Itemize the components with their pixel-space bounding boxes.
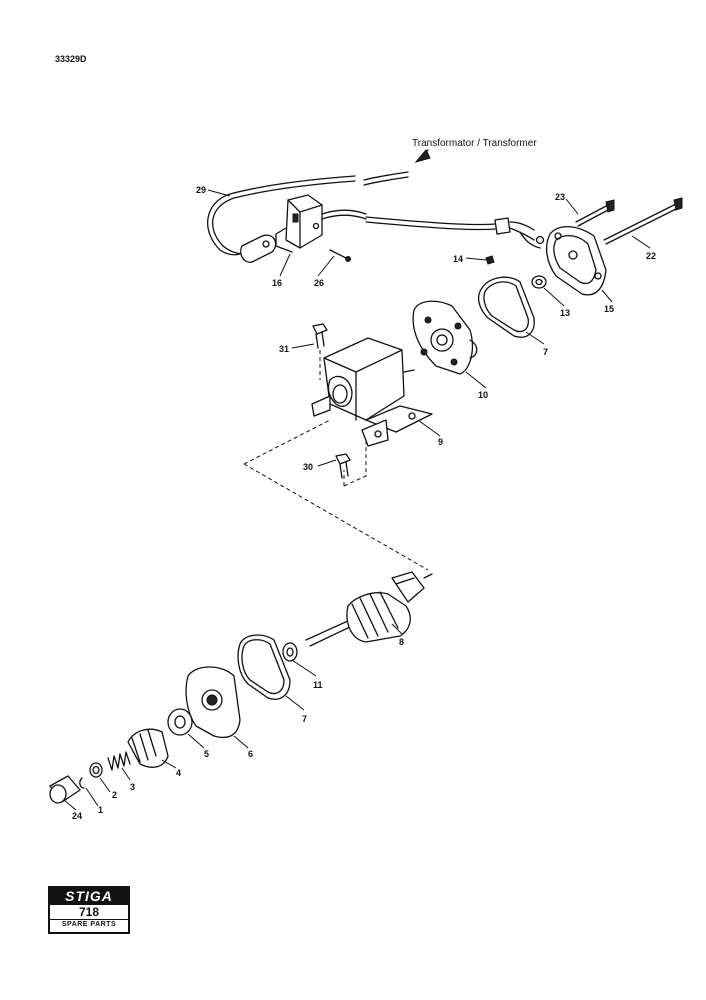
callout-23: 23	[555, 192, 565, 202]
washer-13	[531, 275, 547, 289]
callout-8: 8	[399, 637, 404, 647]
armature	[305, 571, 433, 647]
logo-subtitle: SPARE PARTS	[50, 919, 128, 930]
clip-1	[79, 777, 85, 789]
bolt-31	[312, 323, 328, 380]
long-bolt-22	[603, 197, 683, 245]
callout-3: 3	[130, 782, 135, 792]
callout-30: 30	[303, 462, 313, 472]
callout-6: 6	[248, 749, 253, 759]
brush-plate	[412, 300, 478, 375]
callout-26: 26	[314, 278, 324, 288]
switch-box	[275, 194, 323, 253]
screw-23	[575, 199, 615, 227]
callout-5: 5	[204, 749, 209, 759]
document-code: 33329D	[55, 54, 87, 64]
motor-housing	[311, 337, 433, 447]
ring-2	[89, 762, 103, 778]
callout-31: 31	[279, 344, 289, 354]
gasket-upper	[477, 276, 535, 338]
power-cord	[207, 171, 409, 263]
callout-numbers: 29 23 14 22 13 15 7 16 26 31 10 9 30 8 1…	[72, 185, 656, 821]
bearing-5	[167, 708, 193, 736]
transformer-label: Transformator / Transformer	[412, 138, 537, 149]
screw-26	[329, 249, 351, 262]
end-cap	[185, 666, 241, 739]
assembly-dashed-lines	[243, 419, 429, 571]
callout-24: 24	[72, 811, 82, 821]
callout-22: 22	[646, 251, 656, 261]
cap-24	[49, 775, 81, 804]
spring	[107, 751, 131, 771]
callout-14: 14	[453, 254, 463, 264]
logo-brand: STIGA	[50, 888, 128, 905]
bolt-30	[335, 453, 351, 479]
callout-16: 16	[272, 278, 282, 288]
callout-11: 11	[313, 680, 323, 690]
nut-14	[485, 255, 495, 265]
callout-15: 15	[604, 304, 614, 314]
pinion-gear	[127, 728, 169, 768]
end-bracket	[535, 226, 607, 296]
logo-model: 718	[78, 905, 100, 919]
callout-7-lower: 7	[302, 714, 307, 724]
washer-11	[282, 642, 298, 662]
switch-cord	[321, 209, 541, 249]
stiga-logo: STIGA 718 SPARE PARTS	[48, 886, 130, 934]
callout-13: 13	[560, 308, 570, 318]
gasket-lower	[237, 634, 291, 700]
callout-29: 29	[196, 185, 206, 195]
leader-lines	[63, 189, 651, 811]
transformer-arrow	[414, 149, 431, 163]
callout-7-upper: 7	[543, 347, 548, 357]
callout-9: 9	[438, 437, 443, 447]
callout-2: 2	[112, 790, 117, 800]
callout-4: 4	[176, 768, 181, 778]
callout-1: 1	[98, 805, 103, 815]
callout-10: 10	[478, 390, 488, 400]
